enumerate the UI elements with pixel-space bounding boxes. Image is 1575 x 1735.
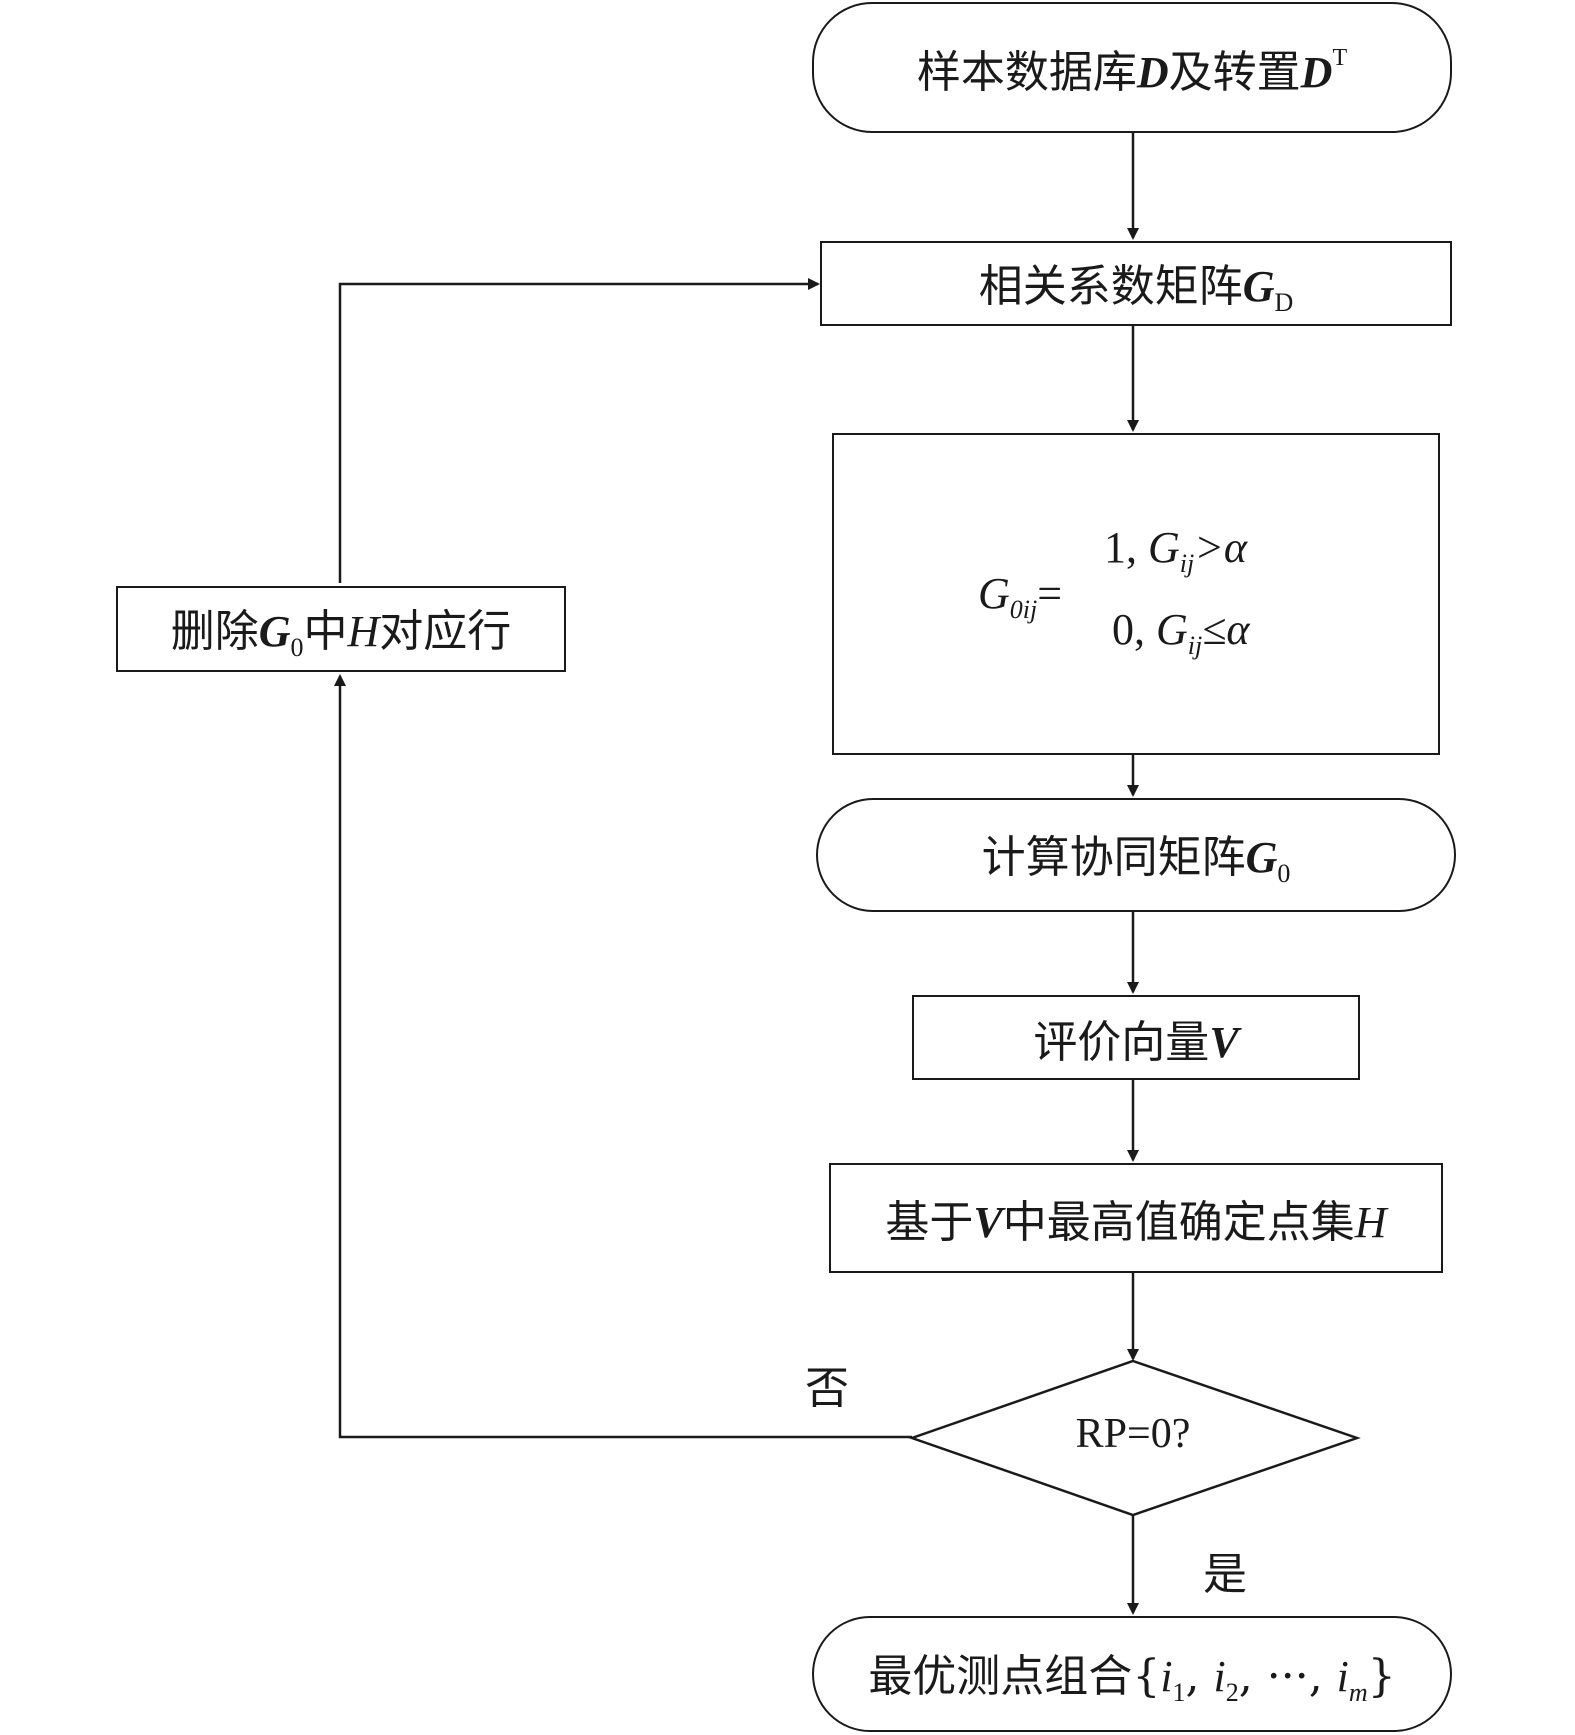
pointset-prefix: 基于 [885,1197,974,1248]
delete-label: 删除G0中H对应行 [171,595,512,663]
result-sm: m [1348,1678,1368,1707]
result-i1: i [1160,1652,1173,1701]
formula-case1-op: >α [1194,523,1248,572]
formula-case2-val: 0, [1112,605,1156,654]
delete-g: G [258,607,291,656]
formula-lhs: G0ij= [978,568,1062,625]
start-label: 样本数据库D及转置DT [917,36,1347,100]
edge-label-no: 否 [805,1363,849,1414]
corr-label: 相关系数矩阵GD [979,250,1294,318]
result-c1: , [1185,1651,1214,1702]
result-close: } [1367,1651,1396,1702]
coop-sub: 0 [1277,859,1291,888]
coop-matrix-node: 计算协同矩阵G0 [816,798,1456,912]
formula-case2: 0, Gij≤α [1112,604,1249,661]
result-s1: 1 [1172,1678,1186,1707]
formula-case1-sub: ij [1179,549,1195,578]
edge-label-yes: 是 [1203,1549,1247,1600]
delete-prefix: 删除 [170,606,259,657]
result-im: i [1336,1652,1349,1701]
delete-mid: 中 [303,606,348,657]
start-d2: D [1300,47,1333,97]
eval-vector-node: 评价向量V [912,995,1360,1080]
formula-node [832,433,1440,755]
delete-rows-node: 删除G0中H对应行 [116,586,566,672]
delete-h: H [347,607,380,656]
result-i2: i [1213,1652,1226,1701]
formula-case2-g: G [1156,605,1188,654]
decision-label: RP=0? [1075,1411,1191,1457]
start-sup: T [1332,44,1348,71]
formula-case1-val: 1, [1104,523,1148,572]
result-node: 最优测点组合{i1, i2, ···, im} [812,1616,1452,1732]
formula-lhs-g: G [978,569,1010,618]
result-c2: , ···, [1238,1651,1337,1702]
pointset-v: V [973,1198,1003,1247]
start-prefix: 样本数据库 [916,46,1137,98]
result-open: { [1132,1651,1161,1702]
result-prefix: 最优测点组合 [868,1651,1133,1702]
formula-eq: = [1037,569,1063,618]
start-d: D [1136,47,1169,97]
correlation-matrix-node: 相关系数矩阵GD [820,241,1452,326]
formula-case1: 1, Gij>α [1104,522,1247,579]
delete-suffix: 对应行 [379,606,512,657]
decision-diamond [908,1359,1361,1517]
formula-case2-sub: ij [1187,631,1203,660]
result-s2: 2 [1225,1678,1239,1707]
arrow-decision-to-delete [334,674,912,1439]
point-set-node: 基于V中最高值确定点集H [829,1163,1443,1273]
eval-label: 评价向量V [1033,1006,1238,1070]
result-label: 最优测点组合{i1, i2, ···, im} [868,1640,1395,1708]
start-node: 样本数据库D及转置DT [812,2,1452,133]
formula-case1-g: G [1148,523,1180,572]
eval-v: V [1209,1017,1239,1067]
corr-g: G [1242,261,1275,311]
coop-prefix: 计算协同矩阵 [981,832,1246,883]
pointset-h: H [1354,1198,1387,1247]
formula-lhs-sub: 0ij [1009,595,1038,624]
eval-prefix: 评价向量 [1033,1016,1210,1068]
pointset-mid: 中最高值确定点集 [1002,1197,1355,1248]
corr-sub: D [1274,287,1294,317]
coop-g: G [1245,833,1278,882]
formula-case2-op: ≤α [1202,605,1250,654]
corr-prefix: 相关系数矩阵 [978,260,1243,312]
start-mid: 及转置 [1168,46,1301,98]
delete-sub: 0 [290,633,304,662]
coop-label: 计算协同矩阵G0 [982,821,1291,889]
arrow-delete-to-corr [338,278,820,583]
pointset-label: 基于V中最高值确定点集H [885,1186,1386,1250]
